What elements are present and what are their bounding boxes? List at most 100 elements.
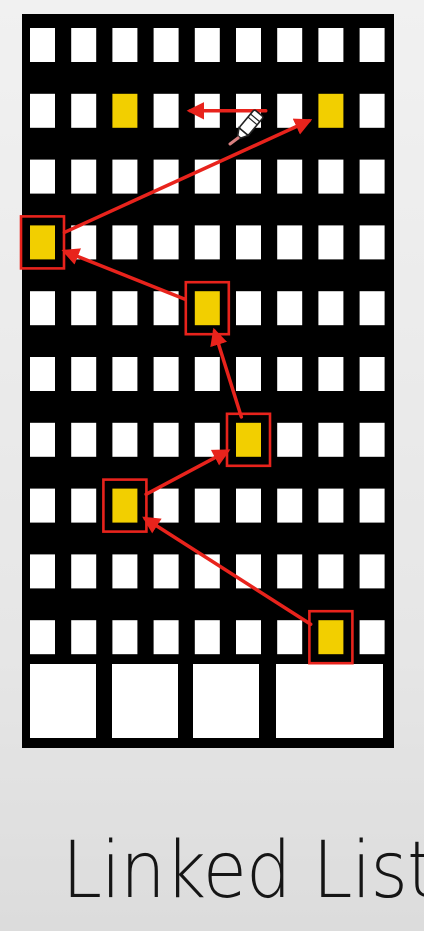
free-memory-cell: [359, 159, 385, 194]
free-memory-cell: [30, 291, 55, 326]
free-memory-cell: [30, 554, 55, 589]
free-memory-cell: [318, 159, 344, 194]
free-memory-cell: [236, 488, 261, 523]
pointer-arrow: [61, 248, 187, 302]
free-memory-cell: [318, 225, 344, 260]
free-memory-cell: [359, 93, 385, 128]
occupied-memory-cell: [236, 422, 261, 457]
free-memory-cell: [71, 28, 97, 62]
free-memory-cell: [359, 28, 385, 62]
occupied-memory-cell: [112, 488, 138, 523]
free-memory-cell: [71, 159, 97, 194]
free-memory-cell: [277, 620, 303, 655]
free-memory-cell: [318, 554, 344, 589]
free-memory-cell: [236, 225, 261, 260]
free-memory-cell: [318, 28, 344, 62]
free-memory-cell: [318, 357, 344, 391]
pencil-cursor-icon: [236, 109, 264, 141]
occupied-memory-cell: [318, 93, 344, 128]
free-memory-cell: [236, 159, 261, 194]
occupied-memory-cell: [30, 225, 55, 260]
free-memory-cell: [153, 357, 179, 391]
free-memory-cell: [318, 291, 344, 326]
free-memory-cell: [30, 357, 55, 391]
free-memory-cell: [112, 225, 138, 260]
free-memory-cell: [277, 28, 303, 62]
free-memory-cell: [112, 422, 138, 457]
free-memory-cell: [153, 225, 179, 260]
free-memory-cell: [194, 422, 220, 457]
free-memory-cell: [153, 93, 179, 128]
free-memory-cell: [277, 291, 303, 326]
free-memory-cell: [112, 554, 138, 589]
free-memory-cell: [71, 620, 97, 655]
free-memory-cell: [71, 422, 97, 457]
free-memory-cell: [153, 620, 179, 655]
free-memory-cell: [318, 422, 344, 457]
node-highlight-box: [184, 280, 231, 336]
free-memory-cell: [236, 357, 261, 391]
large-memory-cell: [30, 664, 96, 738]
free-memory-cell: [194, 488, 220, 523]
free-memory-cell: [359, 488, 385, 523]
free-memory-cell: [112, 291, 138, 326]
node-highlight-box: [19, 215, 66, 270]
free-memory-cell: [277, 93, 303, 128]
free-memory-cell: [194, 225, 220, 260]
free-memory-cell: [71, 93, 97, 128]
pointer-arrow: [62, 118, 313, 235]
free-memory-cell: [277, 159, 303, 194]
pointer-arrow: [142, 516, 313, 627]
free-memory-cell: [236, 291, 261, 326]
free-memory-cell: [359, 225, 385, 260]
free-memory-cell: [112, 159, 138, 194]
free-memory-cell: [153, 488, 179, 523]
free-memory-cell: [30, 620, 55, 655]
free-memory-cell: [194, 620, 220, 655]
free-memory-cell: [112, 357, 138, 391]
free-memory-cell: [71, 291, 97, 326]
free-memory-cell: [153, 422, 179, 457]
free-memory-cell: [112, 28, 138, 62]
free-memory-cell: [236, 28, 261, 62]
pointer-arrow: [210, 327, 244, 419]
cursor-trail: [228, 136, 240, 146]
occupied-memory-cell: [194, 291, 220, 326]
free-memory-cell: [153, 554, 179, 589]
free-memory-cell: [277, 554, 303, 589]
free-memory-cell: [359, 291, 385, 326]
occupied-memory-cell: [318, 620, 344, 655]
free-memory-cell: [30, 93, 55, 128]
large-memory-cell: [276, 664, 383, 738]
free-memory-cell: [277, 225, 303, 260]
free-memory-cell: [194, 28, 220, 62]
free-memory-cell: [277, 488, 303, 523]
free-memory-cell: [30, 422, 55, 457]
free-memory-cell: [359, 357, 385, 391]
free-memory-cell: [359, 554, 385, 589]
free-memory-cell: [71, 357, 97, 391]
free-memory-cell: [71, 488, 97, 523]
free-memory-cell: [30, 488, 55, 523]
node-highlight-box: [308, 609, 354, 665]
free-memory-cell: [359, 422, 385, 457]
free-memory-cell: [318, 488, 344, 523]
free-memory-cell: [153, 28, 179, 62]
large-memory-cell: [112, 664, 178, 738]
node-highlight-box: [102, 478, 148, 533]
free-memory-cell: [71, 554, 97, 589]
pointer-arrow: [144, 449, 231, 497]
free-memory-cell: [277, 422, 303, 457]
occupied-memory-cell: [112, 93, 138, 128]
free-memory-cell: [236, 620, 261, 655]
free-memory-cell: [30, 159, 55, 194]
large-memory-cell: [193, 664, 259, 738]
free-memory-cell: [359, 620, 385, 655]
free-memory-cell: [194, 357, 220, 391]
diagram-caption: Linked List: [62, 826, 424, 916]
free-memory-cell: [30, 28, 55, 62]
free-memory-cell: [277, 357, 303, 391]
free-memory-cell: [112, 620, 138, 655]
node-highlight-box: [225, 412, 272, 468]
